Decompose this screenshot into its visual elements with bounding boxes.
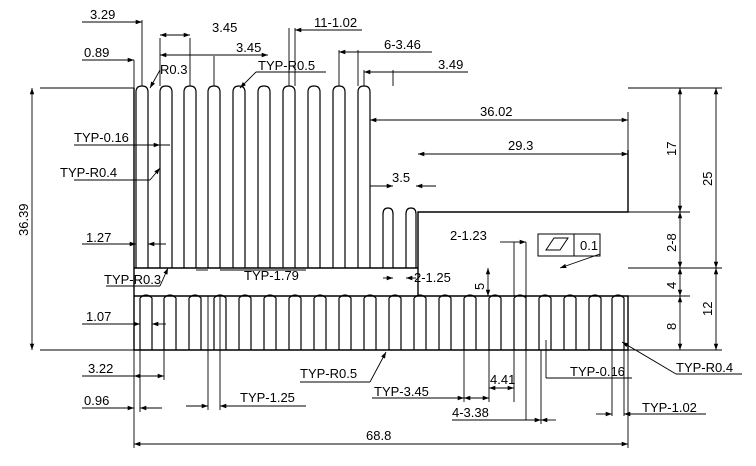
top-fin: [282, 85, 296, 268]
dim-12: 12: [700, 302, 715, 316]
bottom-fin: [413, 294, 427, 350]
bottom-fin: [338, 294, 352, 350]
bottom-fin: [488, 294, 502, 350]
dim-3-49: 3.49: [438, 57, 463, 72]
top-fin: [207, 85, 221, 268]
bottom-fin: [513, 294, 527, 350]
flatness-symbol-icon: [545, 237, 569, 251]
bottom-fin: [163, 294, 177, 350]
bottom-fin: [363, 294, 377, 350]
dim-typ-0-16-right: TYP-0.16: [570, 364, 625, 379]
dim-4-41: 4.41: [490, 372, 515, 387]
bottom-fin: [313, 294, 327, 350]
top-fin: [159, 85, 173, 268]
dim-25: 25: [700, 172, 715, 186]
dim-typ-1-02: TYP-1.02: [642, 400, 697, 415]
top-fins: [135, 85, 417, 268]
dimension-lines: [29, 19, 742, 448]
dim-2-8: 2-8: [664, 233, 679, 252]
dim-3-22: 3.22: [88, 361, 113, 376]
top-fin: [307, 85, 321, 268]
dim-0-89: 0.89: [84, 45, 109, 60]
dim-r0-3: R0.3: [160, 62, 187, 77]
dim-typ-r0-4-right: TYP-R0.4: [676, 360, 733, 375]
dim-36-02: 36.02: [480, 104, 513, 119]
dim-29-3: 29.3: [508, 138, 533, 153]
bottom-fin: [438, 294, 452, 350]
dim-typ-r0-3: TYP-R0.3: [104, 272, 161, 287]
bottom-fin: [388, 294, 402, 350]
dim-3-45-b: 3.45: [236, 40, 261, 55]
bottom-fin: [263, 294, 277, 350]
bottom-fin: [463, 294, 477, 350]
top-fin: [332, 85, 346, 268]
dim-36-39: 36.39: [16, 203, 31, 236]
dim-8: 8: [664, 323, 679, 330]
dim-4-3-38: 4-3.38: [452, 405, 489, 420]
bottom-fins: [139, 294, 625, 350]
dim-1-07: 1.07: [86, 309, 111, 324]
top-fin: [257, 85, 271, 268]
bottom-fin: [139, 294, 153, 350]
bottom-fin: [238, 294, 252, 350]
top-fin: [405, 207, 417, 268]
dim-68-8: 68.8: [366, 428, 391, 443]
top-fin: [135, 85, 149, 268]
bottom-fin: [213, 294, 227, 350]
dim-3-29: 3.29: [90, 7, 115, 22]
dim-typ-0-16-left: TYP-0.16: [74, 130, 129, 145]
dim-6-3-46: 6-3.46: [384, 37, 421, 52]
dim-typ-r0-5-top: TYP-R0.5: [258, 58, 315, 73]
dim-11-1-02: 11-1.02: [314, 15, 357, 30]
top-fin: [357, 85, 371, 268]
top-fin: [382, 207, 394, 268]
dim-0-96: 0.96: [84, 393, 109, 408]
dim-2-1-23: 2-1.23: [450, 228, 487, 243]
bottom-fin: [611, 294, 625, 350]
bottom-fin: [188, 294, 202, 350]
dim-3-5: 3.5: [392, 170, 410, 185]
dim-typ-1-25: TYP-1.25: [240, 390, 295, 405]
dim-3-45-a: 3.45: [212, 20, 237, 35]
dim-17: 17: [664, 142, 679, 156]
dim-typ-r0-5-bottom: TYP-R0.5: [300, 366, 357, 381]
bottom-fin: [563, 294, 577, 350]
dim-typ-r0-4-left: TYP-R0.4: [60, 165, 117, 180]
dim-5: 5: [472, 283, 487, 290]
flatness-value: 0.1: [580, 238, 598, 253]
bottom-fin: [288, 294, 302, 350]
dim-4: 4: [664, 282, 679, 289]
flatness-control-frame: [537, 233, 601, 257]
bottom-fin: [538, 294, 552, 350]
dim-2-1-25: 2-1.25: [414, 270, 451, 285]
top-fin: [232, 85, 246, 268]
top-fin: [183, 85, 197, 268]
bottom-fin: [588, 294, 602, 350]
dim-1-27: 1.27: [86, 230, 111, 245]
dimension-labels: 3.29 3.45 11-1.02 0.89 3.45 6-3.46 R0.3 …: [16, 7, 733, 443]
dim-typ-3-45: TYP-3.45: [374, 384, 429, 399]
dim-typ-1-79: TYP-1.79: [244, 268, 299, 283]
